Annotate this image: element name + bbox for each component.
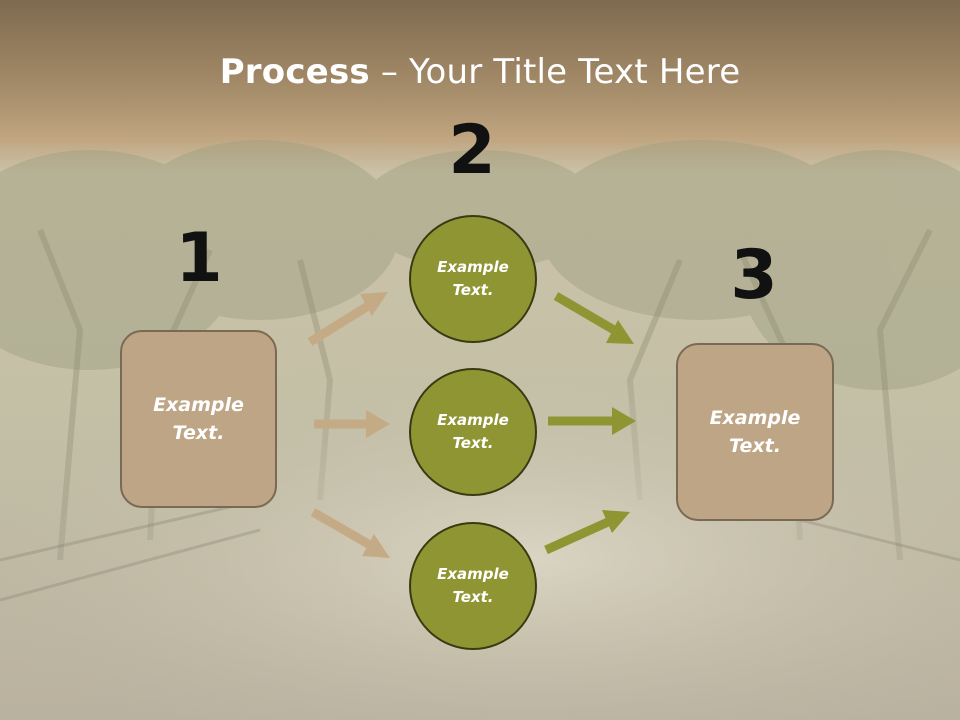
tree-canopy (0, 140, 960, 390)
title-rest: – Your Title Text Here (369, 52, 741, 92)
step-1-label-line2: Text. (172, 422, 225, 444)
tan-arrows (307, 292, 390, 558)
step-1-box: Example Text. (120, 330, 277, 508)
slide-title: Process – Your Title Text Here (0, 52, 960, 92)
circle-middle-line1: Example (437, 410, 509, 429)
step-1-label-line1: Example (153, 393, 244, 416)
step-2-circle-middle: Example Text. (409, 368, 537, 496)
step-3-label-line2: Text. (729, 435, 781, 457)
step-number-3: 3 (730, 236, 778, 315)
circle-middle-line2: Text. (452, 434, 494, 452)
arrow-bottom-to-3 (544, 510, 630, 555)
step-2-circle-bottom: Example Text. (409, 522, 537, 650)
circle-top-line1: Example (437, 257, 509, 276)
circle-bottom-line2: Text. (452, 588, 494, 606)
circle-top-line2: Text. (452, 281, 494, 299)
step-number-2: 2 (448, 111, 496, 190)
arrow-middle-to-3 (548, 407, 636, 435)
arrow-1-to-top (307, 292, 388, 346)
circle-bottom-line1: Example (437, 564, 509, 583)
step-3-box: Example Text. (676, 343, 834, 521)
olive-arrows (544, 292, 636, 555)
title-bold: Process (219, 52, 370, 92)
step-number-1: 1 (175, 219, 223, 298)
arrow-1-to-bottom (310, 508, 390, 558)
step-3-label-line1: Example (709, 406, 801, 429)
arrow-1-to-middle (314, 410, 390, 438)
step-2-circle-top: Example Text. (409, 215, 537, 343)
arrow-top-to-3 (553, 292, 634, 344)
